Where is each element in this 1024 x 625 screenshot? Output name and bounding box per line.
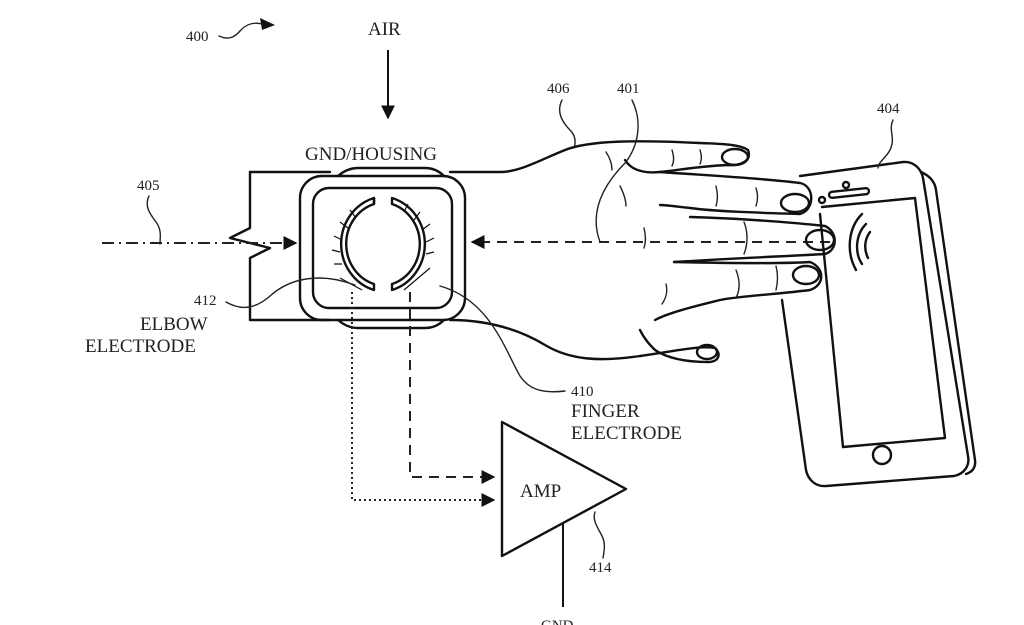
ref-412: 412	[194, 293, 217, 309]
hand	[563, 140, 836, 364]
finger-electrode-wire	[409, 292, 496, 484]
ref-410-leader	[439, 285, 566, 393]
ref-405-leader	[146, 195, 162, 245]
ref-410: 410	[571, 384, 594, 400]
figure-ref-arrowhead	[260, 18, 275, 30]
ref-405: 405	[137, 178, 160, 194]
ref-414-leader	[593, 511, 606, 559]
elbow-electrode-label-2: ELECTRODE	[85, 336, 196, 357]
amp-label: AMP	[520, 481, 561, 502]
ref-406-leader	[558, 99, 576, 149]
elbow-electrode	[331, 196, 376, 292]
ref-412-leader	[225, 277, 356, 309]
elbow-electrode-label-1: ELBOW	[140, 314, 208, 335]
finger-electrode-label-1: FINGER	[571, 401, 640, 422]
amplifier	[500, 420, 628, 558]
finger-electrode	[390, 196, 435, 292]
figure-ref-squiggle	[218, 22, 263, 39]
ref-406: 406	[547, 81, 570, 97]
ref-404: 404	[877, 101, 900, 117]
gnd-bottom-label: GND	[541, 618, 574, 625]
ref-404-leader	[877, 119, 894, 169]
watch-housing	[298, 166, 467, 330]
finger-electrode-label-2: ELECTRODE	[571, 423, 682, 444]
ref-401: 401	[617, 81, 640, 97]
figure-number: 400	[186, 29, 209, 45]
ref-401-leader	[595, 99, 639, 243]
elbow-electrode-wire	[351, 292, 496, 507]
air-label: AIR	[368, 19, 401, 40]
wrist-band	[228, 148, 642, 361]
ref-414: 414	[589, 560, 612, 576]
gnd-housing-label: GND/HOUSING	[305, 144, 437, 165]
smartphone	[780, 160, 977, 488]
